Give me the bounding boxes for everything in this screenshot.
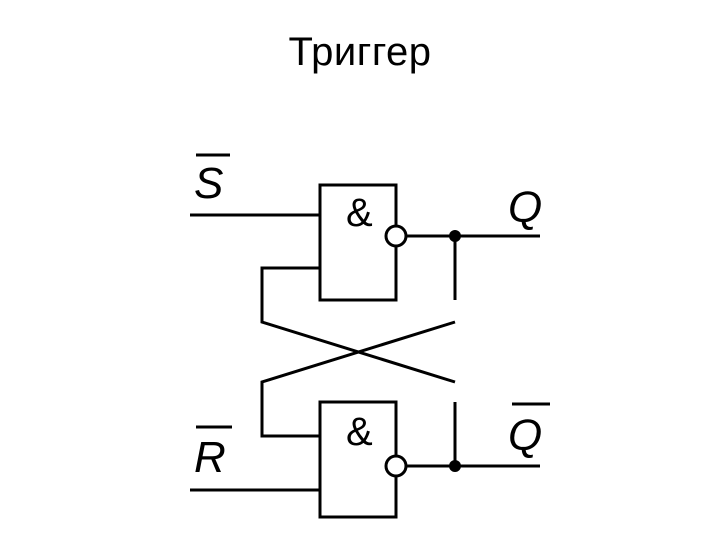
- top-gate-symbol: &: [346, 191, 373, 235]
- reset-input-label: R: [194, 433, 226, 482]
- set-input-label: S: [194, 159, 223, 208]
- q-inverted-output-label: Q: [508, 411, 542, 460]
- q-inverted-junction-dot: [449, 460, 461, 472]
- slide-title: Триггер: [288, 30, 432, 74]
- top-gate-feedback-wire: [260, 266, 456, 384]
- bottom-gate-inversion-bubble: [384, 454, 408, 478]
- q-junction-dot: [449, 230, 461, 242]
- bottom-gate-symbol: &: [346, 410, 373, 454]
- top-gate-inversion-bubble: [384, 224, 408, 248]
- bottom-gate-feedback-wire: [260, 320, 456, 438]
- q-output-label: Q: [508, 183, 542, 232]
